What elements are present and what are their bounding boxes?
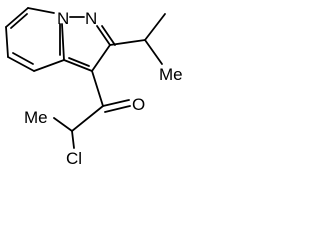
bond	[71, 105, 104, 132]
bond	[27, 7, 55, 14]
bond-double	[12, 52, 34, 65]
bond-double	[10, 13, 28, 29]
bond	[91, 70, 104, 107]
bond	[144, 13, 166, 41]
atom-label-chlorine: Cl	[66, 149, 82, 168]
bond	[144, 39, 163, 65]
bond	[61, 23, 65, 61]
bond	[53, 117, 73, 132]
atom-label-methyl-isopropyl: Me	[159, 65, 183, 84]
bond-double	[101, 25, 116, 46]
atom-label-n1: N	[57, 9, 69, 28]
bond	[102, 99, 130, 107]
bond	[96, 25, 111, 46]
bond	[5, 7, 29, 28]
bond-double	[104, 105, 131, 113]
bond	[5, 26, 9, 58]
chemical-structure-diagram: N N O Me Me Cl	[5, 7, 183, 168]
bond	[71, 130, 75, 149]
atom-label-methyl-chain: Me	[24, 108, 48, 127]
bond	[109, 39, 146, 46]
bond	[33, 59, 65, 72]
bond	[7, 56, 35, 72]
atom-label-n2: N	[85, 9, 97, 28]
bond	[91, 44, 111, 72]
atom-label-o: O	[132, 95, 145, 114]
bond	[63, 59, 93, 72]
bond-double	[68, 57, 90, 67]
